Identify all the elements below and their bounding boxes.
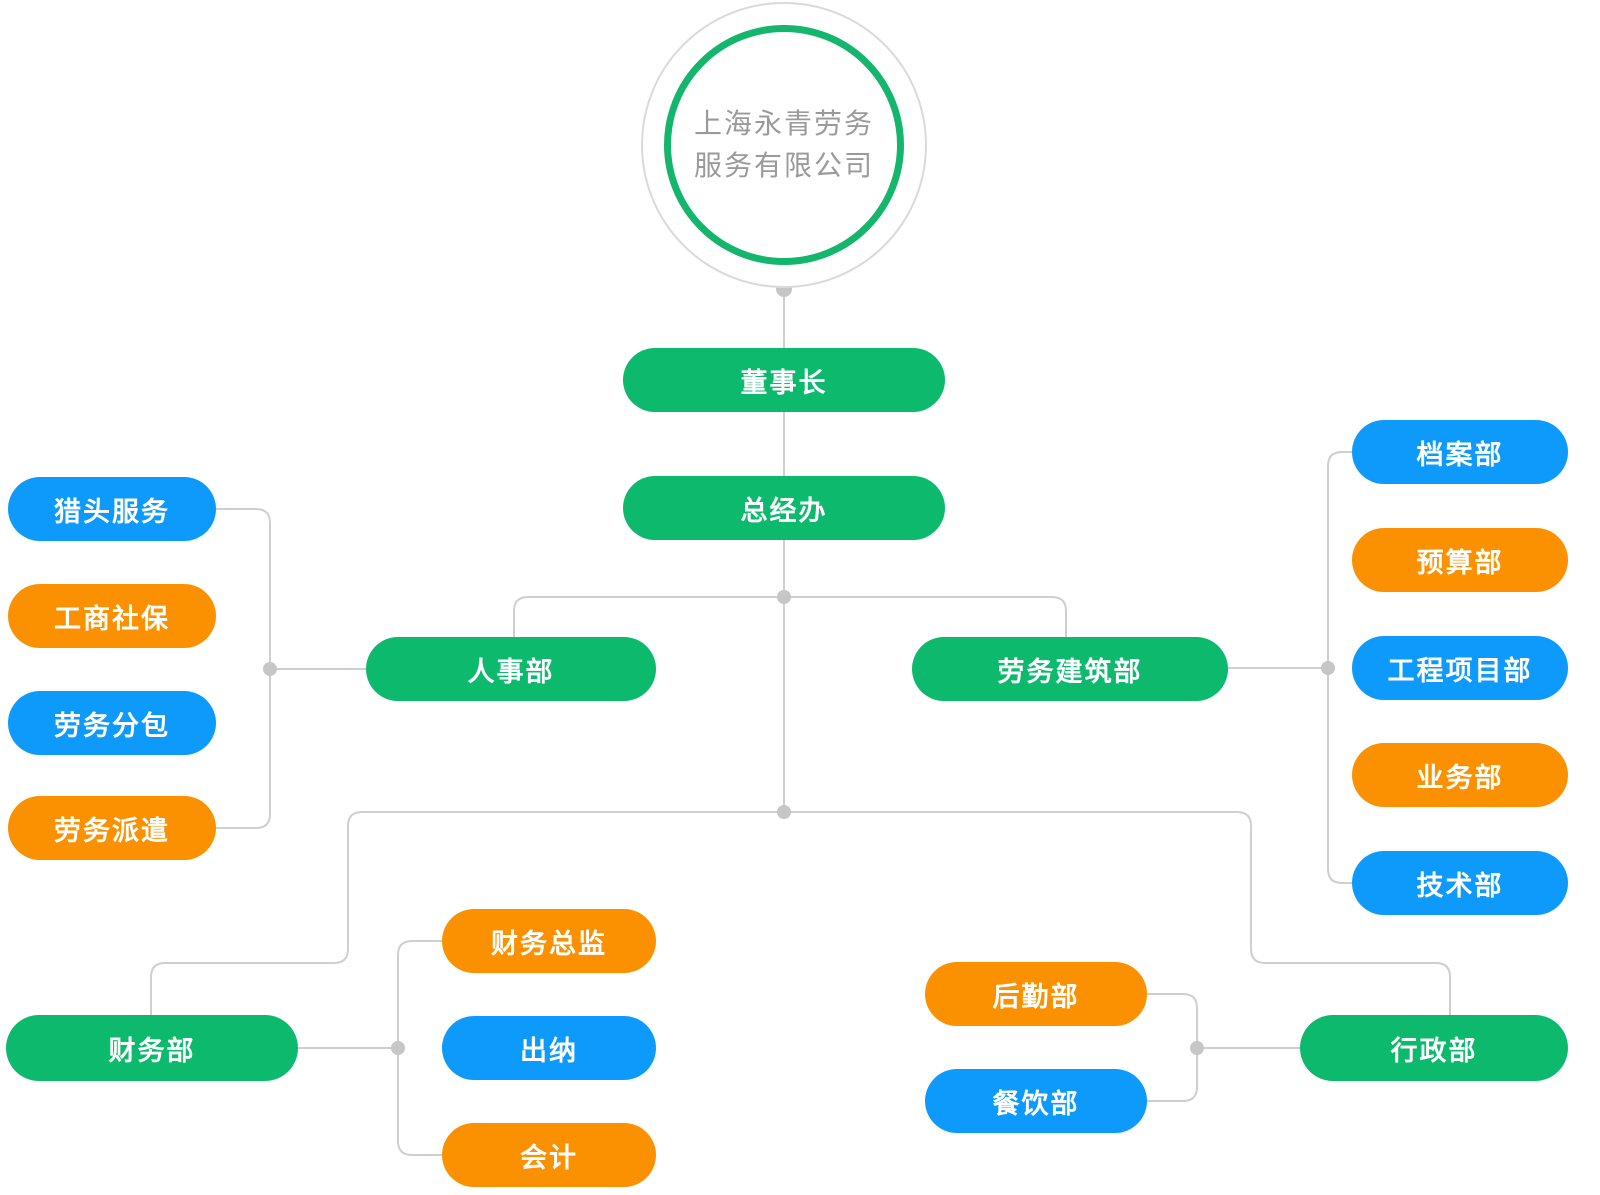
junction-dot-labor-construction-bracket bbox=[1321, 661, 1335, 675]
node-hr-dept[interactable]: 人事部 bbox=[366, 637, 656, 701]
company-name-line1: 上海永青劳务 bbox=[693, 108, 874, 139]
bracket-admin-children bbox=[1147, 993, 1198, 1102]
node-labor-dispatch[interactable]: 劳务派遣 bbox=[8, 796, 216, 860]
bracket-hr-children bbox=[216, 508, 271, 829]
node-admin-dept[interactable]: 行政部 bbox=[1300, 1015, 1568, 1081]
node-logistics-dept[interactable]: 后勤部 bbox=[925, 962, 1147, 1026]
company-name-line2: 服务有限公司 bbox=[693, 150, 874, 181]
node-labor-construction-dept[interactable]: 劳务建筑部 bbox=[912, 637, 1228, 701]
junction-dot-branch2 bbox=[777, 805, 791, 819]
node-budget-dept[interactable]: 预算部 bbox=[1352, 528, 1568, 592]
node-finance-dept[interactable]: 财务部 bbox=[6, 1015, 298, 1081]
node-technology-dept[interactable]: 技术部 bbox=[1352, 851, 1568, 915]
node-chairman[interactable]: 董事长 bbox=[623, 348, 945, 412]
edge-trunk-admin bbox=[784, 811, 1451, 1015]
edge-branch-labor-construction bbox=[784, 596, 1067, 637]
edge-branch-hr bbox=[513, 596, 784, 637]
node-archives-dept[interactable]: 档案部 bbox=[1352, 420, 1568, 484]
node-engineering-project-dept[interactable]: 工程项目部 bbox=[1352, 636, 1568, 700]
junction-dot-branch1 bbox=[777, 590, 791, 604]
node-headhunting-service[interactable]: 猎头服务 bbox=[8, 477, 216, 541]
node-catering-dept[interactable]: 餐饮部 bbox=[925, 1069, 1147, 1133]
node-business-social-security[interactable]: 工商社保 bbox=[8, 584, 216, 648]
junction-dot-finance-bracket bbox=[391, 1041, 405, 1055]
node-accountant[interactable]: 会计 bbox=[442, 1123, 656, 1187]
node-gm-office[interactable]: 总经办 bbox=[623, 476, 945, 540]
node-cashier[interactable]: 出纳 bbox=[442, 1016, 656, 1080]
node-labor-subcontracting[interactable]: 劳务分包 bbox=[8, 691, 216, 755]
node-finance-director[interactable]: 财务总监 bbox=[442, 909, 656, 973]
company-ring: 上海永青劳务 服务有限公司 bbox=[664, 25, 904, 265]
junction-dot-hr-bracket bbox=[263, 662, 277, 676]
edge-trunk-finance bbox=[150, 811, 784, 1015]
junction-dot-admin-bracket bbox=[1190, 1041, 1204, 1055]
company-name: 上海永青劳务 服务有限公司 bbox=[694, 103, 874, 187]
company-root-node[interactable]: 上海永青劳务 服务有限公司 bbox=[641, 2, 927, 288]
node-business-dept[interactable]: 业务部 bbox=[1352, 743, 1568, 807]
